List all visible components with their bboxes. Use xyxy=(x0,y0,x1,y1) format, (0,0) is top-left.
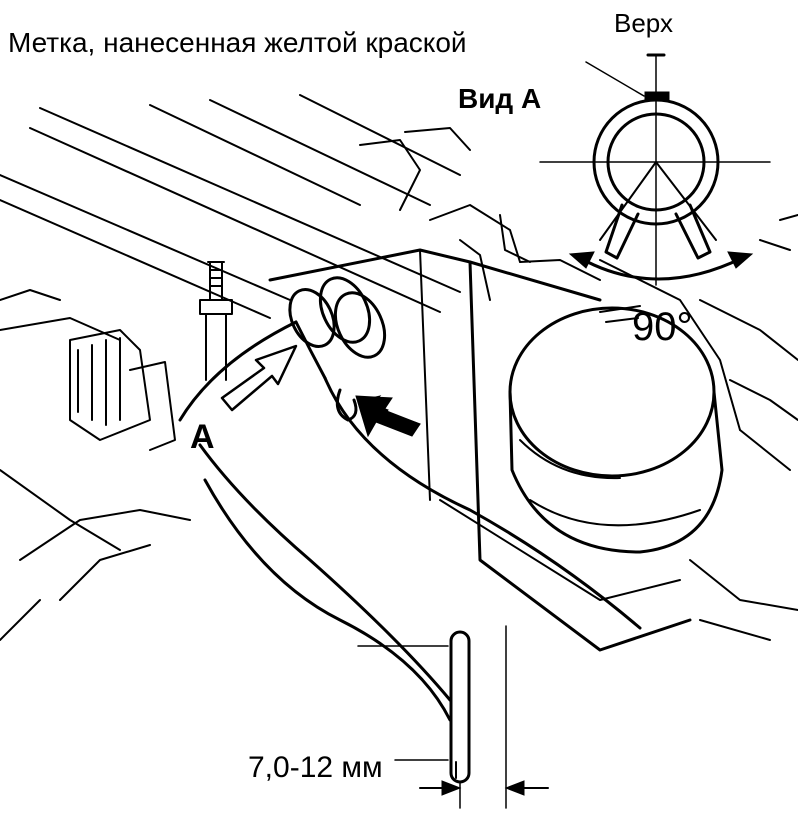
stud-bolt xyxy=(199,261,233,381)
paint-mark-label: Метка, нанесенная желтой краской xyxy=(8,27,467,58)
clamp-side-view xyxy=(357,625,507,809)
dimension-arrows xyxy=(419,761,549,796)
dimension-label: 7,0-12 мм xyxy=(248,751,383,784)
clamp-view-a xyxy=(539,53,771,286)
yellow-paint-mark xyxy=(644,91,670,102)
view-direction-arrow xyxy=(220,344,298,412)
clamp-pointer-arrow-head xyxy=(355,395,421,438)
reservoir-tank xyxy=(268,248,692,652)
view-a-title: Вид А xyxy=(458,83,541,114)
reservoir-cap xyxy=(508,305,724,554)
hose xyxy=(178,276,642,722)
top-label: Верх xyxy=(614,8,673,38)
electrical-connector xyxy=(69,329,176,451)
angle-arc xyxy=(568,251,754,281)
